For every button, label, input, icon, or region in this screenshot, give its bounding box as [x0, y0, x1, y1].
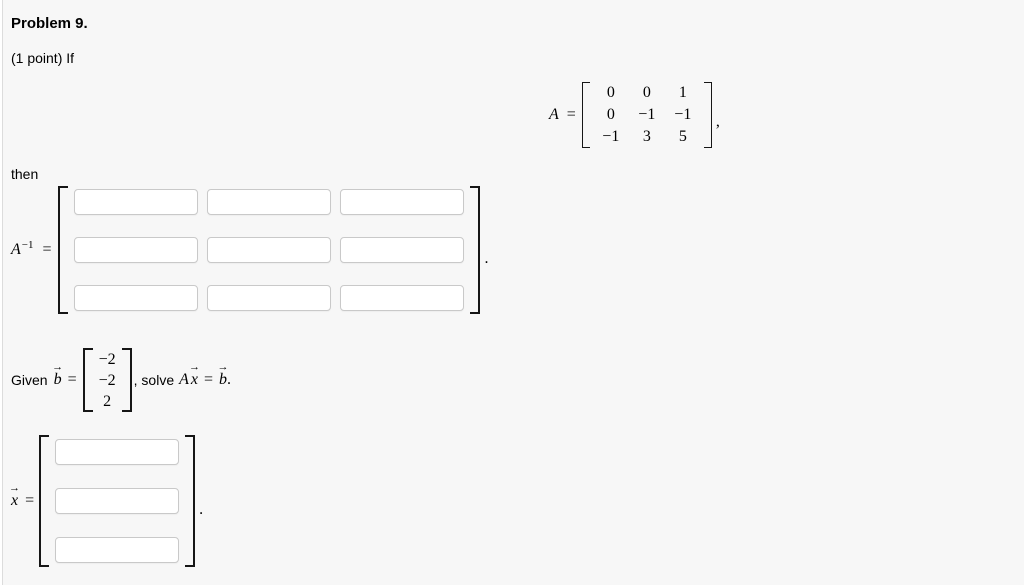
inverse-lhs: A−1 = — [11, 239, 52, 259]
vector-arrow: → — [217, 361, 229, 373]
matrix-cell: −1 — [602, 128, 620, 145]
matrix-cell: 3 — [642, 128, 651, 145]
matrix-a-values: 0 0 1 0 −1 −1 −1 3 5 — [590, 82, 704, 148]
x-answer-input-2[interactable] — [55, 488, 180, 514]
symbol-A: A — [11, 241, 21, 258]
inverse-answer-input-r1c3[interactable] — [339, 189, 464, 215]
inverse-answer-input-r2c1[interactable] — [73, 237, 198, 263]
exponent: −1 — [21, 239, 34, 251]
trailing-comma: , — [715, 113, 720, 130]
given-b-line: Given →b = −2 −2 2 , solve A →x = →b . — [11, 348, 231, 412]
matrix-a-lhs: A = — [549, 106, 576, 124]
vector-cell: −2 — [98, 350, 116, 368]
inverse-answer-input-r3c1[interactable] — [73, 285, 198, 311]
trailing-period: . — [199, 501, 204, 518]
x-answer-input-3[interactable] — [55, 537, 180, 563]
vector-cell: −2 — [98, 371, 116, 389]
right-bracket — [703, 82, 712, 148]
right-bracket — [121, 348, 132, 412]
vector-arrow: → — [52, 361, 64, 373]
left-bracket — [39, 435, 50, 567]
inverse-answer-input-r2c3[interactable] — [339, 237, 464, 263]
symbol-A: A — [179, 371, 189, 388]
right-bracket — [185, 435, 196, 567]
vector-b-values: −2 −2 2 — [93, 348, 122, 412]
symbol-A: A — [549, 106, 559, 123]
inverse-answer-input-r1c2[interactable] — [206, 189, 331, 215]
problem-title: Problem 9. — [11, 15, 88, 32]
equals-sign: = — [25, 492, 35, 509]
matrix-cell: 0 — [606, 84, 615, 101]
x-answer-input-1[interactable] — [55, 439, 180, 465]
vector-arrow: → — [9, 482, 21, 494]
solve-label: , solve — [133, 372, 175, 388]
inverse-answer-input-r2c2[interactable] — [206, 237, 331, 263]
left-bracket — [581, 82, 590, 148]
matrix-cell: 0 — [642, 84, 651, 101]
inverse-answer-input-r3c2[interactable] — [206, 285, 331, 311]
vector-x-symbol: →x — [188, 361, 200, 389]
x-solution-equation: →x = . — [9, 435, 204, 567]
vector-x-symbol: →x — [9, 482, 21, 510]
matrix-cell: −1 — [638, 106, 656, 123]
inverse-answer-input-r1c1[interactable] — [73, 189, 198, 215]
points-label: (1 point) If — [11, 50, 75, 66]
then-label: then — [11, 166, 39, 182]
inverse-answer-input-r3c3[interactable] — [339, 285, 464, 311]
matrix-cell: 1 — [678, 84, 687, 101]
left-bracket — [57, 186, 68, 314]
matrix-a-equation: A = 0 0 1 0 −1 −1 −1 3 5 , — [549, 82, 720, 148]
left-bracket — [82, 348, 93, 412]
inverse-equation: A−1 = . — [11, 186, 489, 314]
vector-arrow: → — [188, 361, 200, 373]
trailing-period: . — [227, 371, 232, 388]
equals-sign: = — [566, 106, 576, 123]
inverse-answer-grid — [73, 186, 464, 314]
matrix-cell: 0 — [606, 106, 615, 123]
equals-sign: = — [42, 241, 52, 258]
right-bracket — [469, 186, 480, 314]
trailing-period: . — [484, 250, 489, 267]
vector-b-symbol: →b — [217, 361, 229, 389]
given-label: Given — [11, 372, 48, 388]
matrix-cell: −1 — [674, 106, 692, 123]
matrix-cell: 5 — [678, 128, 687, 145]
vector-cell: 2 — [103, 392, 112, 410]
x-answer-column — [55, 435, 180, 567]
vector-b-symbol: →b — [52, 361, 64, 389]
equals-sign: = — [204, 371, 214, 388]
equals-sign: = — [67, 371, 77, 388]
